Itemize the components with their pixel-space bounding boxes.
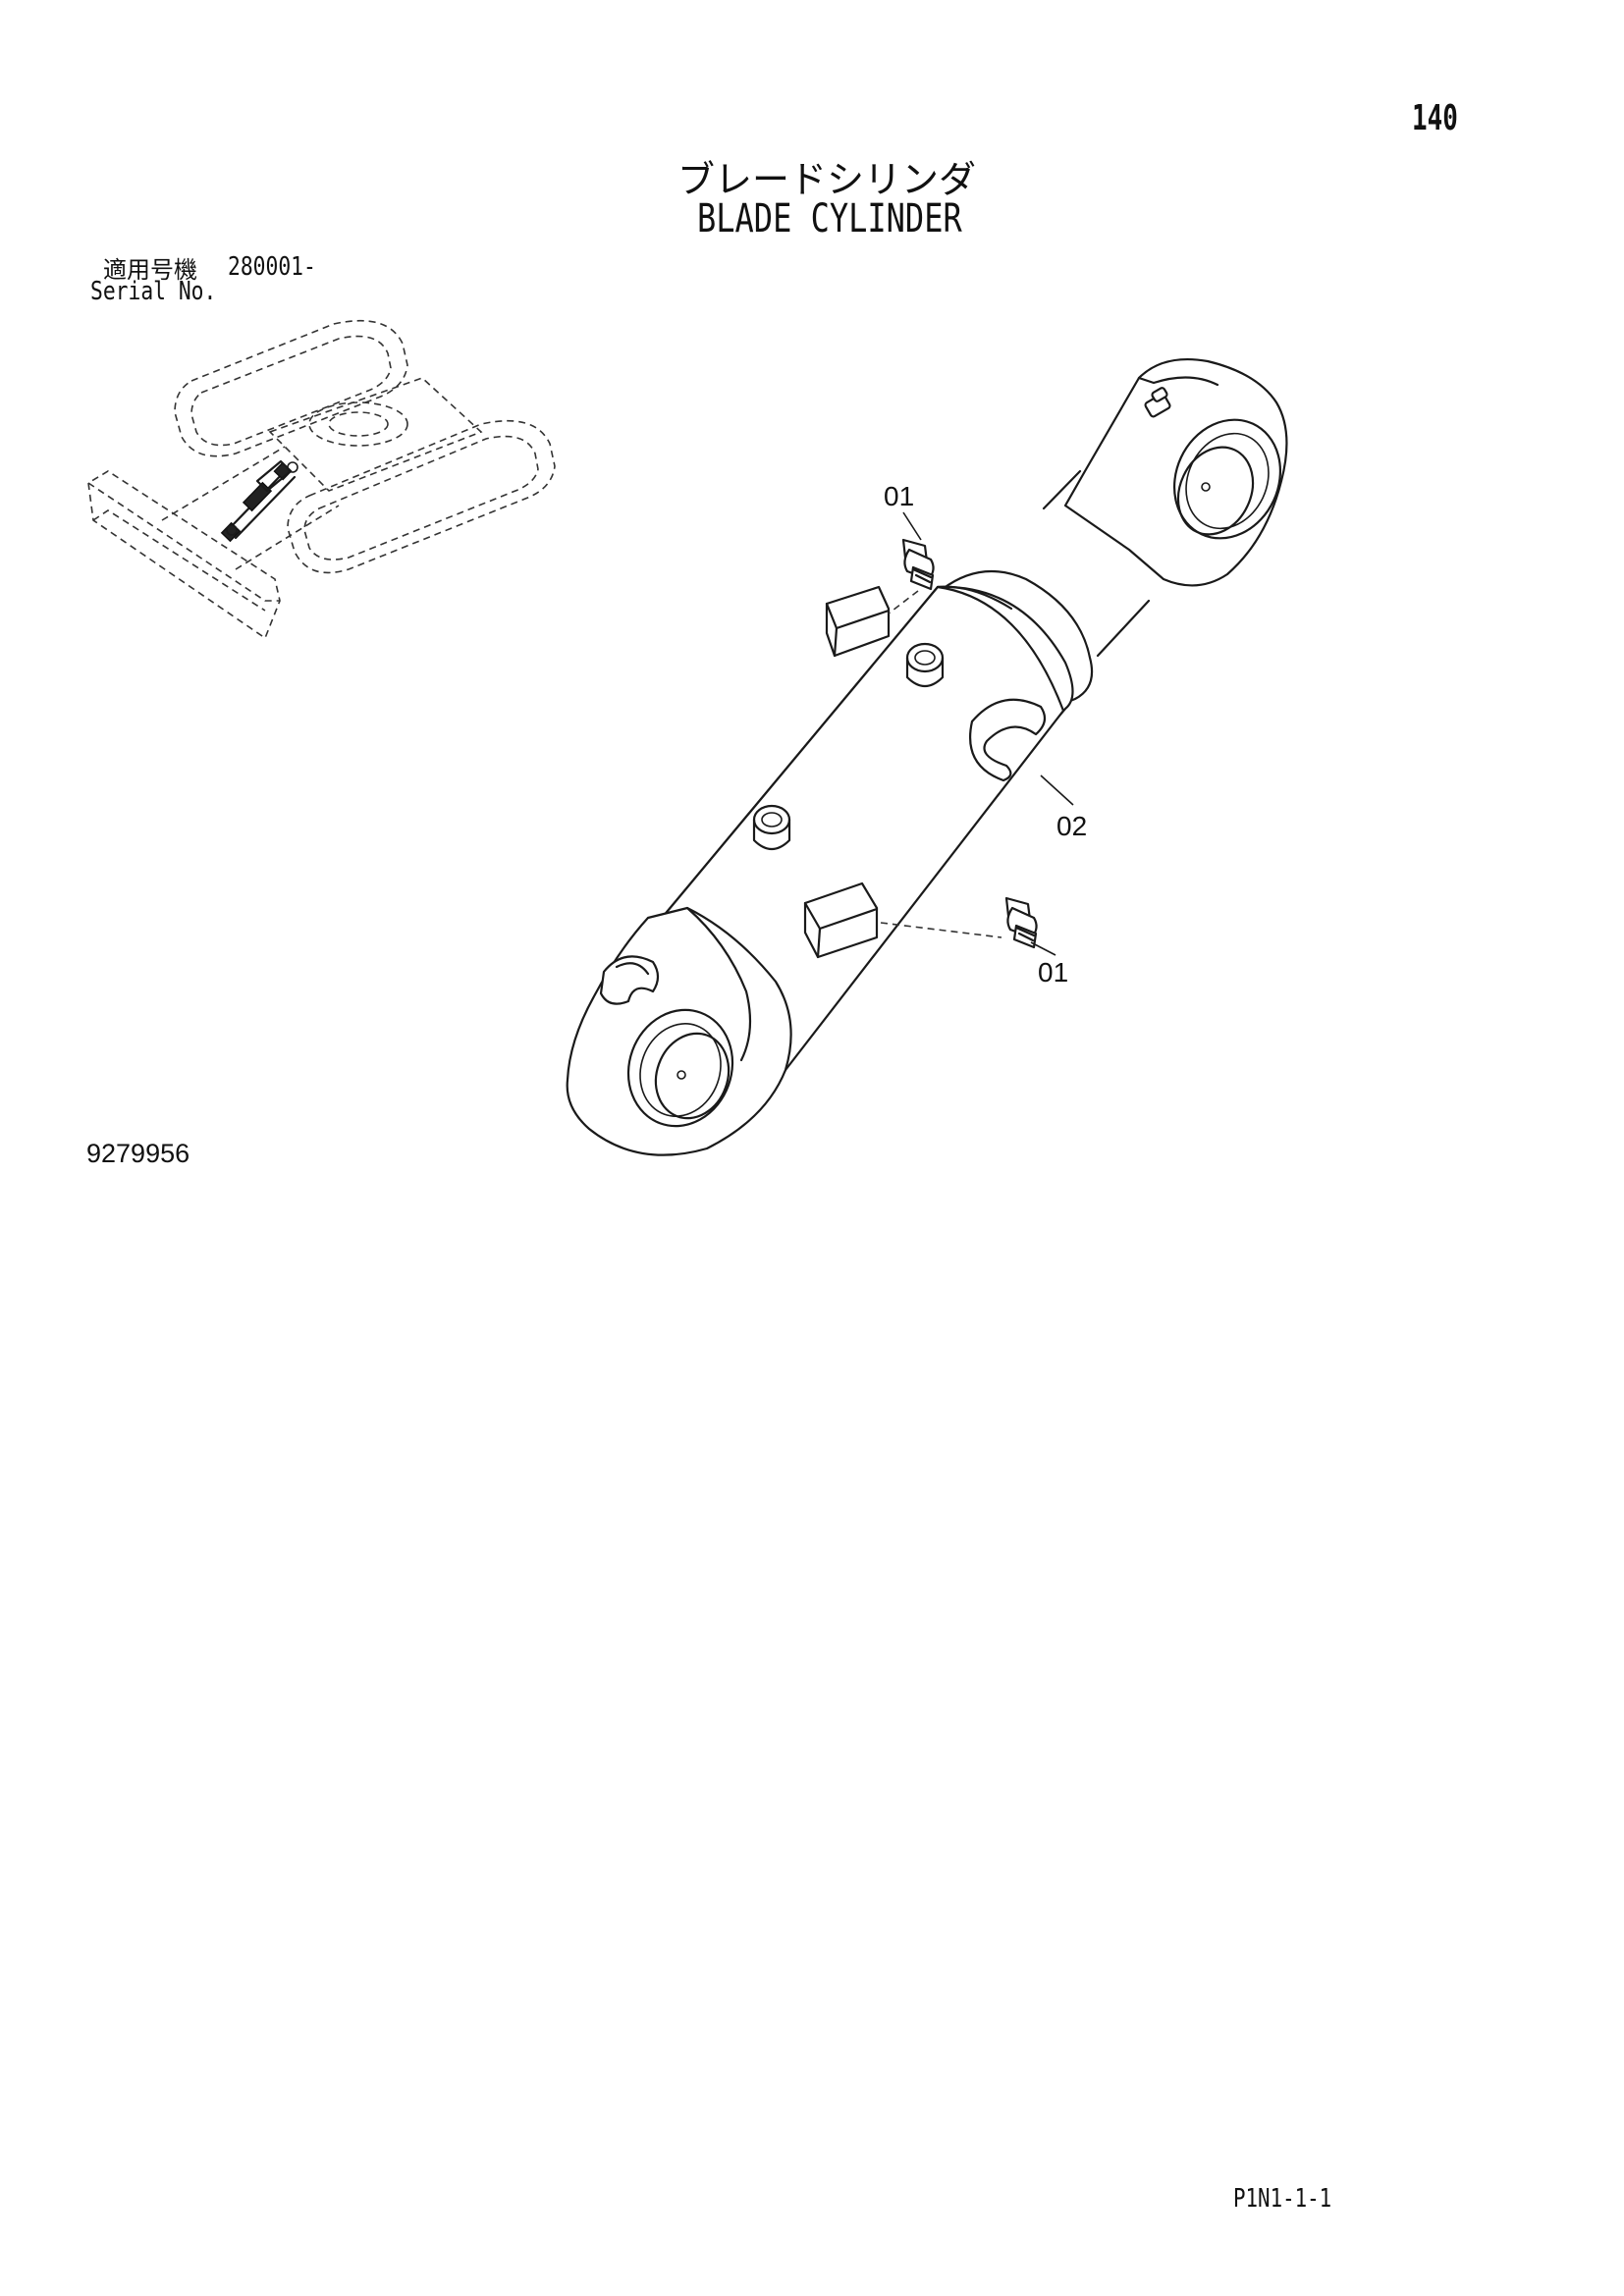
serial-label-en: Serial No. <box>90 277 217 306</box>
blade-cylinder <box>566 357 1288 1156</box>
page-code: P1N1-1-1 <box>1233 2184 1332 2214</box>
serial-label-ja: 適用号機 <box>103 256 197 284</box>
callout-label: 01 <box>884 481 915 511</box>
grease-fitting-bottom <box>1004 896 1038 949</box>
callout-label: 01 <box>1038 957 1069 988</box>
locator-thumbnail <box>87 319 556 640</box>
grease-fitting-top <box>901 538 935 591</box>
serial-range: 280001- <box>228 252 316 282</box>
callout-label: 02 <box>1056 811 1088 841</box>
title-japanese: ブレードシリンダ <box>677 158 977 201</box>
figure-number: 9279956 <box>86 1139 190 1168</box>
page-number: 140 <box>1412 98 1458 138</box>
title-english: BLADE CYLINDER <box>697 196 962 241</box>
